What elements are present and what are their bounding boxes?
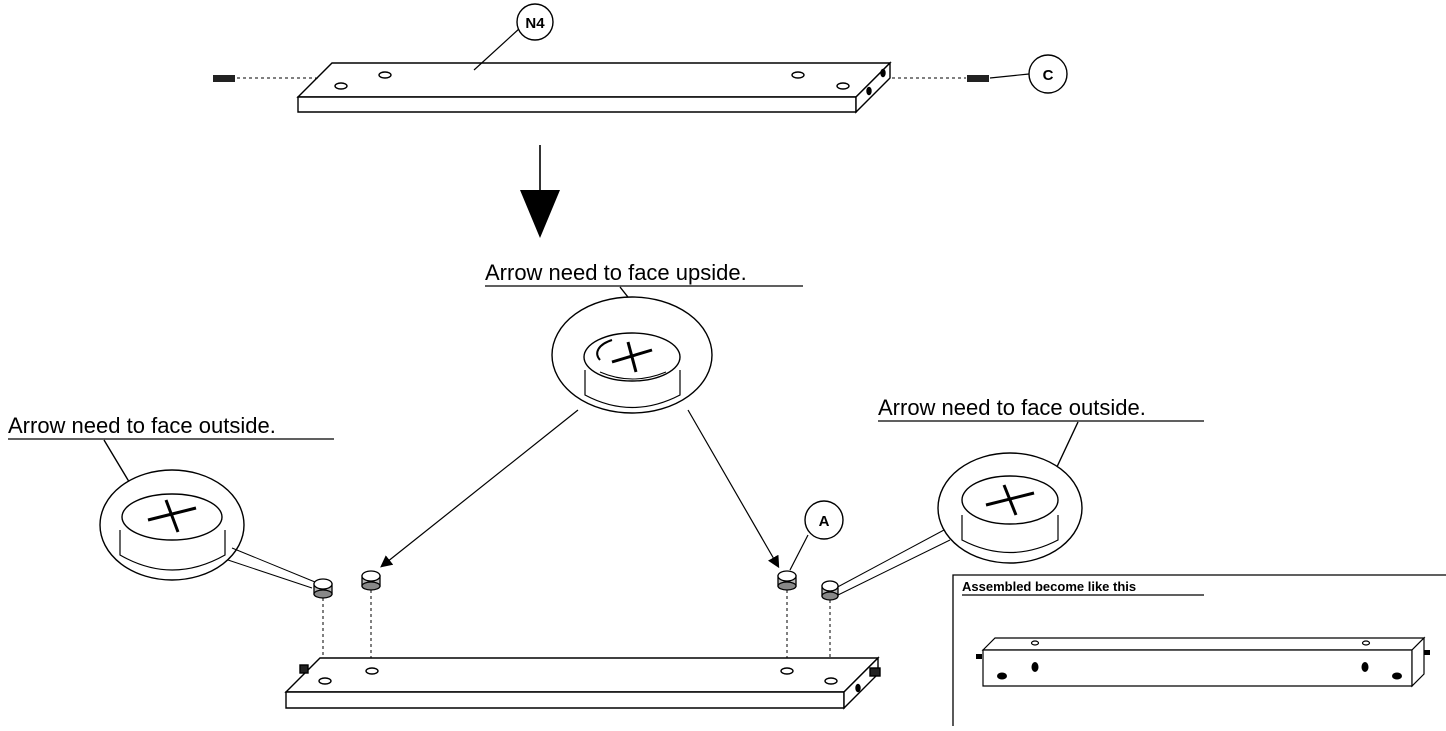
cam-locks [313,570,839,601]
cam-lock-3 [777,570,797,591]
note-upside: Arrow need to face upside. [485,260,803,328]
callout-n4: N4 [473,3,554,71]
detail-bubble-left [99,469,316,589]
inset-assembled: Assembled become like this [952,574,1446,726]
label-c: C [1043,67,1054,84]
cross-icon [611,341,653,373]
dowel-c [892,73,1030,82]
note-outside-left: Arrow need to face outside. [8,413,334,503]
cam-lock-2 [361,570,381,591]
note-outside-right-text: Arrow need to face outside. [878,395,1146,420]
label-a: A [819,513,830,530]
inset-title: Assembled become like this [962,579,1136,594]
cam-lock-4 [821,580,839,601]
dowel-left-top [213,75,318,82]
note-outside-left-text: Arrow need to face outside. [8,413,276,438]
cross-icon-right [985,484,1035,516]
cam-lock-1 [313,578,333,599]
callout-c: C [1028,54,1068,94]
label-n4: N4 [525,15,545,32]
detail-bubble-upside [380,296,780,569]
down-arrow-icon [520,145,560,238]
cross-icon-left [147,499,197,533]
board-n4 [296,61,892,114]
note-outside-right: Arrow need to face outside. [878,395,1204,489]
board-bottom [284,656,881,710]
detail-bubble-right [831,452,1083,597]
note-upside-text: Arrow need to face upside. [485,260,747,285]
callout-a: A [789,500,844,571]
